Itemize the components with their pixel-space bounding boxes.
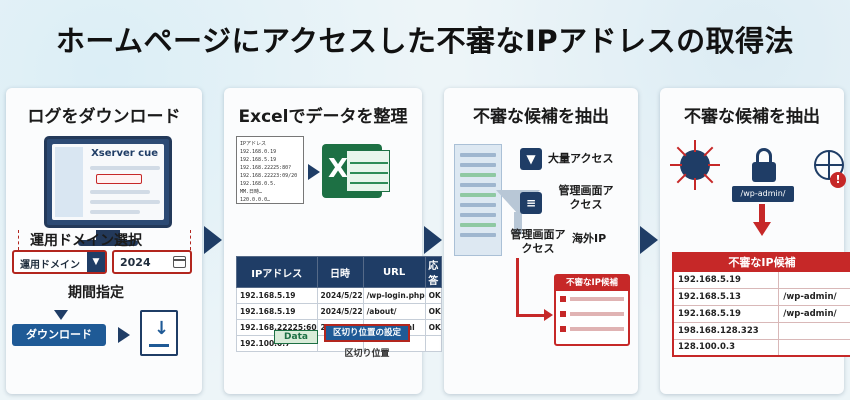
log-line: 120.0.0.0…: [240, 197, 271, 203]
filter-icon: ▼: [520, 148, 542, 170]
brand-label: Xserver cue: [91, 148, 158, 159]
red-down-arrow-icon: [753, 222, 771, 236]
globe-icon: [814, 150, 844, 180]
criteria-label: 管理画面アクセス: [510, 228, 566, 256]
log-line: IPアドレス: [240, 141, 267, 147]
cell: 192.168.5.19: [236, 303, 318, 320]
candidate-card: 不審なIP候補: [554, 274, 630, 346]
path-cell: /wp-admin/: [778, 287, 850, 306]
cell: OK: [424, 303, 442, 320]
table-row: 192.168.5.19 2024/5/22 /about/ OK: [236, 303, 442, 320]
log-line: MM.日時…: [240, 189, 263, 195]
cell: [424, 335, 442, 352]
year-value: 2024: [120, 256, 151, 269]
sheet-tab-data[interactable]: Data: [274, 330, 318, 344]
flow-line: [516, 258, 519, 316]
split-caption: 区切り位置: [344, 349, 390, 359]
lock-icon: [756, 148, 772, 166]
year-field[interactable]: 2024: [112, 250, 192, 274]
log-line: 192.168.0.5.: [240, 181, 277, 187]
log-list-icon: [454, 144, 502, 256]
warning-icon: !: [830, 172, 846, 188]
cell: /wp-login.php: [362, 287, 426, 304]
cell: OK: [424, 287, 442, 304]
ip-cell: 192.168.5.19: [672, 270, 780, 289]
calendar-icon[interactable]: [173, 256, 186, 268]
page-title: ホームページにアクセスした不審なIPアドレスの取得法: [55, 24, 795, 58]
step1-title: ログをダウンロード: [27, 107, 181, 127]
domain-select-label: 運用ドメイン選択: [30, 233, 142, 249]
step-arrow-icon: [424, 226, 442, 254]
criteria-label: 管理画面アクセス: [558, 184, 614, 212]
path-cell: /wp-admin/: [778, 304, 850, 323]
table-row: 192.168.5.19: [672, 270, 850, 289]
monitor-icon: Xserver cue: [44, 136, 172, 228]
ip-table-title: 不審なIP候補: [672, 252, 850, 270]
table-row: 192.168.5.19 /wp-admin/: [672, 304, 850, 323]
excel-table: IPアドレス 日時 URL 応答 192.168.5.19 2024/5/22 …: [236, 256, 442, 352]
path-cell: [778, 321, 850, 340]
cell: 2024/5/22: [316, 287, 364, 304]
admin-screen-icon: ≡: [520, 192, 542, 214]
table-row: 192.168.5.13 /wp-admin/: [672, 287, 850, 306]
ip-cell: 128.100.0.3: [672, 338, 780, 357]
chevron-down-icon[interactable]: ▼: [87, 252, 105, 272]
cell: 2024/5/22: [316, 303, 364, 320]
download-button[interactable]: ダウンロード: [12, 324, 106, 346]
domain-select-value: 運用ドメイン: [20, 260, 80, 271]
down-arrow-icon: [54, 310, 68, 320]
table-row: 128.100.0.3: [672, 338, 850, 357]
right-arrow-icon: [118, 327, 130, 343]
step-arrow-icon: [204, 226, 222, 254]
cell: OK: [424, 319, 442, 336]
step4-panel: 不審な候補を抽出 /wp-admin/ ! 不審なIP候補 192.168.5.…: [660, 88, 850, 394]
path-cell: [778, 338, 850, 357]
column-header: 日時: [316, 256, 364, 288]
cell: 192.168.5.19: [236, 287, 318, 304]
virus-icon: [670, 140, 720, 190]
period-label: 期間指定: [68, 285, 124, 301]
log-line: 192.168.5.19: [240, 157, 277, 163]
download-file-icon: ↓: [140, 310, 178, 356]
log-line: 192.168.22225:80?: [240, 165, 292, 171]
log-line: 192.168.0.19: [240, 149, 277, 155]
step-arrow-icon: [640, 226, 658, 254]
candidate-card-header: 不審なIP候補: [556, 276, 628, 291]
criteria-label: 海外IP: [572, 232, 607, 245]
ip-cell: 192.168.5.19: [672, 304, 780, 323]
table-row: 192.168.5.19 2024/5/22 /wp-login.php OK: [236, 287, 442, 304]
ip-cell: 198.168.128.323: [672, 321, 780, 340]
step2-panel: Excelでデータを整理 IPアドレス 192.168.0.19 192.168…: [224, 88, 442, 394]
criteria-text: 管理画面アクセス: [558, 184, 614, 211]
step3-title: 不審な候補を抽出: [473, 107, 609, 127]
step4-title: 不審な候補を抽出: [684, 107, 820, 127]
suspicious-ip-table: 不審なIP候補 192.168.5.19 192.168.5.13 /wp-ad…: [672, 252, 850, 357]
lock-body: [752, 162, 776, 182]
path-cell: [778, 270, 850, 289]
excel-icon: X: [322, 144, 390, 198]
red-arrow-icon: [544, 309, 553, 321]
raw-log-file: IPアドレス 192.168.0.19 192.168.5.19 192.168…: [236, 136, 304, 204]
cell: /about/: [362, 303, 426, 320]
domain-select[interactable]: 運用ドメイン ▼: [12, 250, 107, 274]
criteria-label: 大量アクセス: [548, 152, 614, 165]
column-header: URL: [362, 256, 426, 288]
selected-row-highlight: [96, 174, 142, 184]
ip-cell: 192.168.5.13: [672, 287, 780, 306]
column-header: IPアドレス: [236, 256, 318, 288]
criteria-text: 管理画面アクセス: [510, 228, 566, 255]
step1-panel: ログをダウンロード Xserver cue 運用ドメイン選択 運用ドメイン ▼ …: [6, 88, 202, 394]
step2-title: Excelでデータを整理: [238, 107, 408, 127]
column-header: 応答: [424, 256, 442, 288]
flow-line: [516, 314, 546, 317]
right-arrow-icon: [308, 164, 320, 180]
log-line: 192.168.22223:09/20: [240, 173, 298, 179]
step3-panel: 不審な候補を抽出 ▼ 大量アクセス ≡ 管理画面アクセス 管理画面アクセス 海外…: [444, 88, 638, 394]
text-to-columns-button[interactable]: 区切り位置の設定: [324, 324, 410, 342]
table-row: 198.168.128.323: [672, 321, 850, 340]
wp-admin-tag: /wp-admin/: [732, 186, 794, 202]
